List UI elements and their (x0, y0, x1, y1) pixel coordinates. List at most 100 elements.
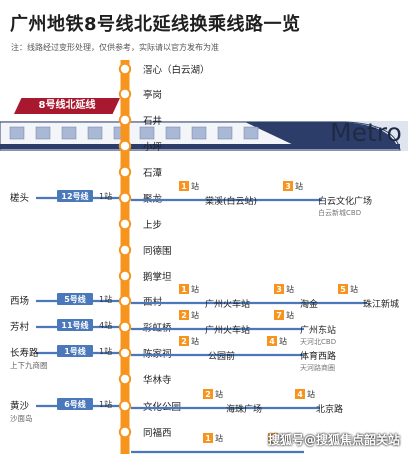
stop-count-badge (267, 336, 277, 346)
train-window (139, 126, 155, 140)
transfer-left-station: 黄沙 (10, 400, 30, 412)
transfer-right-station: 北京路 (316, 403, 343, 415)
stop-count-number: 5 (340, 285, 346, 294)
transfer-right-sub: 天河北CBD (300, 338, 336, 346)
station-marker (118, 269, 132, 283)
stop-count-number: 1 (181, 285, 187, 294)
station-label: 小坪 (143, 141, 163, 153)
stop-count-unit: 站 (191, 284, 199, 294)
line-badge-bg (57, 319, 93, 331)
station-marker (118, 191, 132, 205)
stop-count-badge (268, 433, 278, 443)
transfer-left-sub: 沙面岛 (10, 413, 33, 423)
stop-count-badge (274, 310, 284, 320)
train-window (165, 126, 181, 140)
transfer-left-station: 芳村 (10, 321, 30, 333)
station-marker (118, 425, 132, 439)
station-marker (118, 346, 132, 360)
transfer-right-station: 棠溪(白云站) (205, 195, 257, 207)
transfer-stops: 1站 (99, 294, 112, 304)
transfer-stops: 1站 (99, 191, 112, 201)
stop-count-unit: 站 (280, 433, 288, 443)
station-marker (118, 243, 132, 257)
transfer-right-station: 体育西路 (300, 350, 336, 362)
station-label: 同德围 (143, 245, 172, 257)
stop-count-badge (179, 310, 189, 320)
transfer-stops: 4站 (99, 320, 112, 330)
station-label: 滘心（白云湖） (143, 64, 210, 76)
stop-count-unit: 站 (215, 389, 223, 399)
stop-count-unit: 站 (286, 310, 294, 320)
stop-count-unit: 站 (350, 284, 358, 294)
station-label: 石井 (143, 115, 162, 127)
station-marker (118, 294, 132, 308)
transfer-right-station: 淘金 (300, 298, 318, 310)
station-label: 鹅掌坦 (143, 271, 172, 283)
stop-count-unit: 站 (191, 336, 199, 346)
stop-count-number: 2 (181, 337, 187, 346)
stop-count-badge (179, 336, 189, 346)
stop-count-badge (338, 284, 348, 294)
stop-count-unit: 站 (286, 284, 294, 294)
transfer-right-station: 广州火车站 (205, 324, 250, 336)
train-window (61, 126, 77, 140)
station-marker (118, 139, 132, 153)
stop-count-badge (179, 181, 189, 191)
stop-count-number: 1 (181, 182, 187, 191)
station-marker (118, 217, 132, 231)
transfer-left-sub: 上下九商圈 (10, 360, 48, 370)
stop-count-unit: 站 (191, 181, 199, 191)
stop-count-unit: 站 (307, 389, 315, 399)
line-8-north-tag: 8号线北延线 (14, 98, 120, 114)
stop-count-unit: 站 (295, 181, 303, 191)
train-stripe (0, 144, 400, 149)
station-label: 华林寺 (143, 374, 172, 386)
transfer-right-station: 白云文化广场 (318, 195, 372, 207)
transfer-right-station: 广州火车站 (205, 298, 250, 310)
transfer-right-station: 广州东站 (300, 324, 336, 336)
stop-count-badge (203, 433, 213, 443)
transfer-stops: 1站 (99, 346, 112, 356)
stop-count-unit: 站 (215, 433, 223, 443)
disclaimer-note: 注：线路经过变形处理，仅供参考，实际请以官方发布为准 (11, 43, 219, 52)
stop-count-number: 1 (205, 434, 211, 443)
transfer-line-name: 1号线 (64, 346, 86, 356)
stop-count-badge (295, 389, 305, 399)
station-marker (118, 87, 132, 101)
line-badge-bg (57, 293, 93, 305)
transfer-stops: 1站 (99, 399, 112, 409)
stop-count-number: 2 (205, 390, 211, 399)
stop-count-badge (283, 181, 293, 191)
stop-count-number: 8 (270, 434, 276, 443)
watermark: 搜狐号@搜狐焦点韶关站 (267, 433, 400, 447)
transfer-line-name: 6号线 (64, 399, 86, 409)
stop-count-number: 2 (181, 311, 187, 320)
train-window (217, 126, 233, 140)
train-window (9, 126, 25, 140)
stop-count-number: 4 (297, 390, 303, 399)
stop-count-number: 3 (285, 182, 291, 191)
transfer-right-station: 公园前 (208, 350, 235, 362)
transfer-line-name: 11号线 (61, 320, 88, 330)
transfer-line-name: 5号线 (64, 294, 86, 304)
transfer-left-station: 槎头 (10, 192, 29, 204)
transfer-line-name: 12号线 (61, 191, 88, 201)
train-window (87, 126, 103, 140)
line-badge-bg (57, 190, 93, 202)
station-marker (118, 399, 132, 413)
train-nose (245, 122, 398, 148)
transfer-left-station: 长寿路 (10, 347, 39, 359)
transfer-right-sub: 天河路商圈 (300, 363, 335, 372)
train-window (243, 126, 259, 140)
station-label: 上步 (143, 220, 162, 231)
transfer-right-sub: 白云新城CBD (318, 208, 361, 217)
stop-count-number: 4 (269, 337, 275, 346)
page-title: 广州地铁8号线北延线换乘线路一览 (10, 14, 301, 35)
train-window (191, 126, 207, 140)
line-badge-bg (57, 345, 93, 357)
station-marker (118, 62, 132, 76)
stop-count-number: 7 (276, 311, 282, 320)
train-window (35, 126, 51, 140)
